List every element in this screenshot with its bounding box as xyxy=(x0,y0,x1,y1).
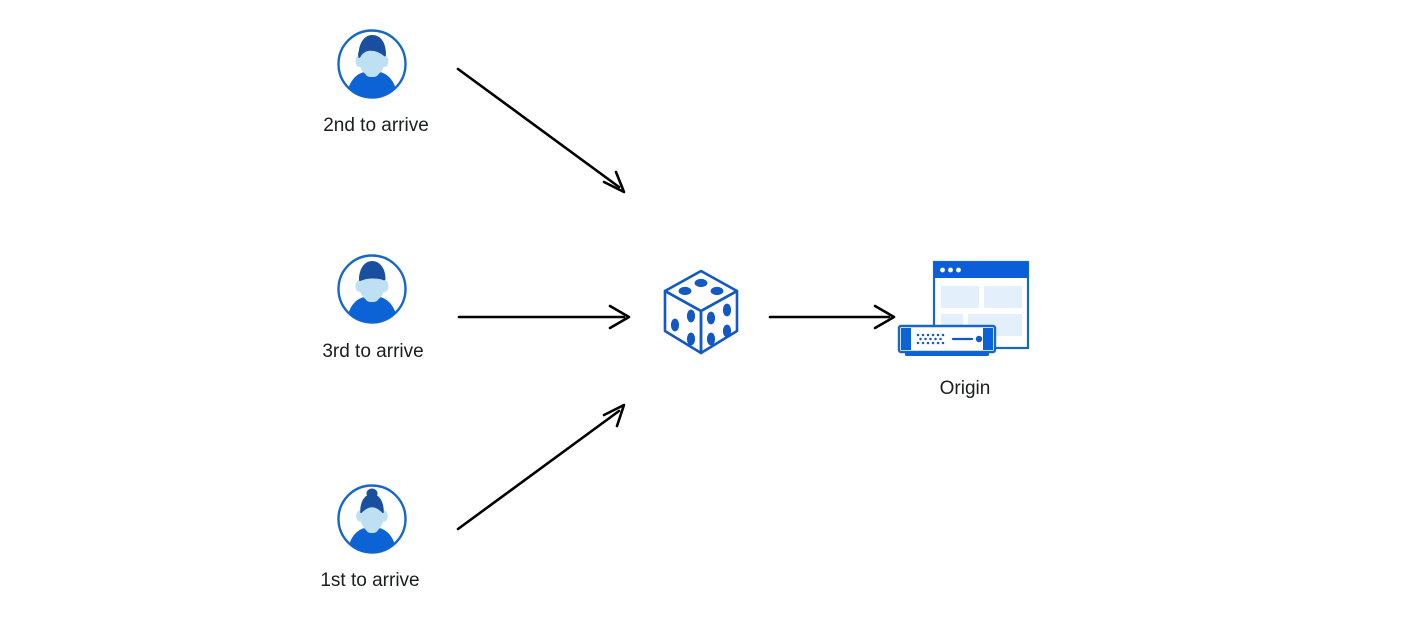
user-avatar-icon xyxy=(336,253,408,325)
server-device xyxy=(897,324,997,356)
node-label-origin: Origin xyxy=(939,378,991,399)
user-avatar-icon xyxy=(336,28,408,100)
node-label-visitor-3rd: 3rd to arrive xyxy=(322,341,424,362)
dice-icon xyxy=(661,267,741,359)
node-label-visitor-2nd: 2nd to arrive xyxy=(323,115,429,136)
arrow-3rd-to-dice xyxy=(457,304,631,330)
arrow-1st-to-dice xyxy=(456,403,626,531)
node-label-visitor-1st: 1st to arrive xyxy=(320,570,420,591)
user-avatar-icon xyxy=(336,483,408,555)
arrow-dice-to-origin xyxy=(768,304,896,330)
origin-server-icon xyxy=(896,259,1031,359)
